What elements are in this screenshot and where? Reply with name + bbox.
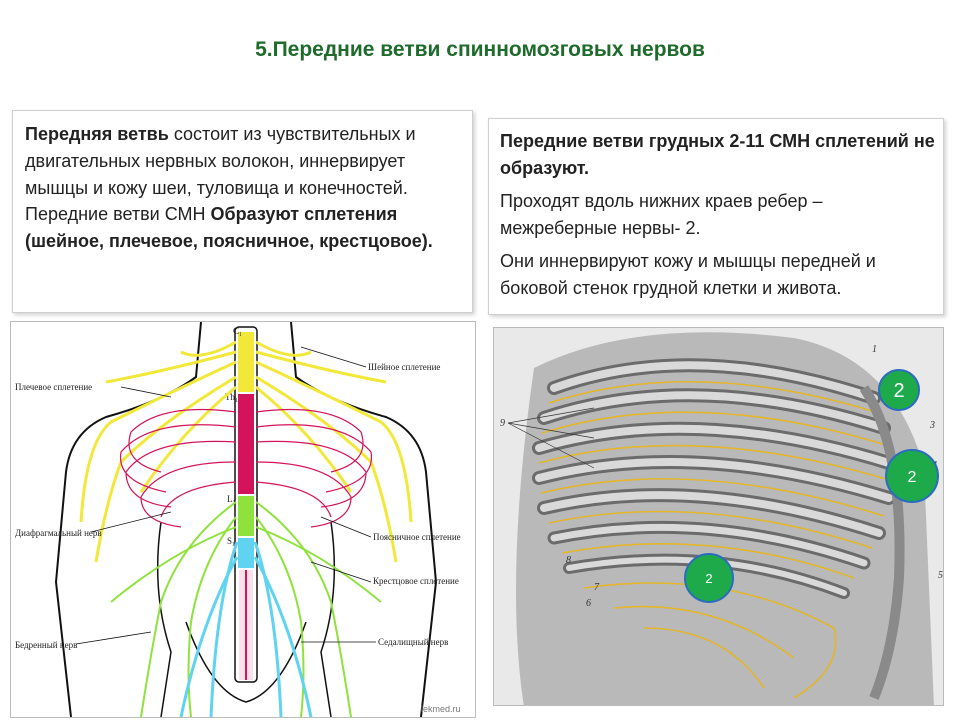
thoracic-branches-note: Передние ветви грудных 2-11 СМН сплетени… — [500, 131, 935, 178]
cervical-plexus-label: Шейное сплетение — [368, 362, 440, 372]
th-segment-label: Th₁ — [225, 392, 238, 402]
badge-3: 2 — [705, 571, 712, 586]
s-segment-label: S₁ — [227, 536, 235, 546]
badge-circle-1 — [878, 369, 920, 411]
label-7: 7 — [594, 582, 600, 593]
intercostal-nerves — [119, 408, 373, 528]
label-3: 3 — [929, 420, 935, 431]
c-segment-label: C₁ — [233, 326, 242, 336]
spinal-plexus-diagram: C₁ Th₁ L₁ S₁ — [10, 321, 476, 718]
brachial-plexus-label: Плечевое сплетение — [15, 382, 92, 392]
ribs — [532, 358, 896, 599]
phrenic-nerve-label: Диафрагмальный нерв — [15, 528, 102, 538]
intercostal-nerve-lines — [538, 381, 890, 699]
right-text-box: Передние ветви грудных 2-11 СМН сплетени… — [488, 118, 944, 315]
trunk-illustration: C₁ Th₁ L₁ S₁ — [15, 322, 461, 717]
plexus-list: Образуют сплетения (шейное, плечевое, по… — [25, 204, 433, 252]
badge-circle-3 — [684, 553, 734, 603]
slide-title: 5.Передние ветви спинномозговых нервов — [255, 38, 705, 61]
intercostal-nerves-text: Проходят вдоль нижних краев ребер – межр… — [500, 191, 823, 238]
sacral-plexus-nerves — [179, 541, 313, 717]
right-heading: Передние ветви грудных 2-11 СМН сплетени… — [500, 128, 935, 182]
badge-circle-2 — [885, 449, 939, 503]
label-1: 1 — [872, 344, 877, 355]
term-anterior-branch: Передняя ветвь — [25, 124, 169, 144]
label-9: 9 — [500, 418, 505, 429]
label-8: 8 — [566, 555, 571, 566]
ribcage-illustration: 1 2 3 4 5 6 7 8 9 2 2 2 — [494, 328, 943, 705]
label-5: 5 — [938, 570, 943, 581]
femoral-nerve-label: Бедренный нерв — [15, 640, 77, 650]
l-segment-label: L₁ — [227, 494, 236, 504]
left-text-box: Передняя ветвь состоит из чувствительных… — [12, 110, 473, 313]
left-description: состоит из чувствительных и двигательных… — [25, 124, 416, 225]
badge-2: 2 — [908, 469, 917, 486]
innervation-text: Они иннервируют кожу и мышцы передней и … — [500, 251, 876, 298]
badge-1: 2 — [893, 380, 904, 402]
sacral-plexus-label: Крестцовое сплетение — [373, 576, 459, 586]
watermark: lekmed.ru — [421, 704, 461, 714]
sciatic-nerve-label: Седалищный нерв — [378, 637, 448, 647]
ribcage-diagram: 1 2 3 4 5 6 7 8 9 2 2 2 — [493, 327, 944, 706]
left-paragraph: Передняя ветвь состоит из чувствительных… — [25, 121, 462, 255]
label-6: 6 — [586, 598, 591, 609]
lumbar-plexus-label: Поясничное сплетение — [373, 532, 461, 542]
